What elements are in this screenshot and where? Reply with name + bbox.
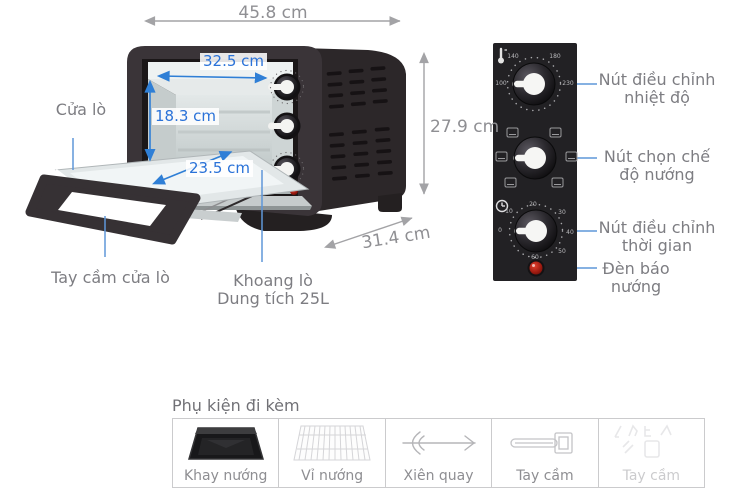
temp-knob-label: Nút điều chỉnh nhiệt độ (598, 70, 716, 107)
grill-rack-icon (293, 425, 371, 461)
door-handle (25, 174, 201, 245)
accessory-label: Khay nướng (183, 468, 268, 484)
dimension-arrows (143, 16, 429, 249)
accessory-label: Tay cầm (516, 468, 574, 484)
overall-height-dimension: 27.9 cm (430, 117, 500, 137)
accessory-baking-tray: Khay nướng (173, 419, 278, 487)
door-handle-label: Tay cầm cửa lò (51, 268, 170, 287)
timer-scale-30: 30 (558, 209, 566, 216)
oven-body (25, 46, 406, 245)
accessory-label: Vỉ nướng (301, 468, 364, 484)
accessory-faded: Tay cầm (597, 419, 704, 487)
vent-slots (326, 66, 393, 181)
interior-width-dimension: 32.5 cm (200, 53, 268, 70)
temp-scale-100: 100 (495, 80, 507, 87)
temp-scale-180: 180 (549, 53, 561, 60)
temperature-knob (506, 56, 562, 112)
timer-scale-0: 0 (498, 227, 502, 234)
interior-depth-dimension: 23.5 cm (186, 160, 254, 177)
clock-icon (495, 199, 509, 213)
accessories-table: Khay nướng Vỉ nướng (172, 418, 705, 488)
temp-scale-230: 230 (562, 80, 574, 87)
timer-scale-60: 60 (531, 254, 539, 261)
cavity-label-line1: Khoang lò (233, 271, 313, 290)
baking-tray-icon (187, 427, 264, 460)
accessory-label: Xiên quay (403, 468, 474, 484)
thermometer-icon (498, 47, 507, 64)
accessory-grill-rack: Vỉ nướng (278, 419, 384, 487)
timer-knob (508, 203, 564, 259)
timer-scale-10: 10 (505, 208, 513, 215)
door-label: Cửa lò (55, 100, 107, 119)
mode-knob (495, 127, 578, 188)
red-indicator-light (527, 259, 545, 277)
accessory-rotisserie-skewer: Xiên quay (384, 419, 491, 487)
mode-knob-label: Nút chọn chế độ nướng (603, 147, 711, 184)
rotisserie-skewer-icon (401, 431, 476, 455)
interior-height-dimension: 18.3 cm (152, 108, 220, 125)
overall-width-dimension: 45.8 cm (238, 3, 308, 23)
timer-scale-20: 20 (529, 201, 537, 208)
timer-scale-50: 50 (558, 248, 566, 255)
accessory-handle: Tay cầm (491, 419, 597, 487)
cavity-label: Khoang lò Dung tích 25L (205, 272, 341, 308)
timer-knob-label: Nút điều chỉnh thời gian (598, 218, 716, 255)
accessories-title: Phụ kiện đi kèm (172, 396, 300, 415)
timer-scale-40: 40 (566, 229, 574, 236)
accessory-label: Tay cầm (622, 468, 681, 484)
faded-handle-icon (614, 424, 673, 458)
handle-tool-icon (510, 432, 573, 454)
cavity-label-line2: Dung tích 25L (217, 289, 329, 308)
temp-scale-140: 140 (507, 53, 519, 60)
control-panel (493, 43, 578, 281)
indicator-light-label: Đèn báo nướng (602, 259, 670, 296)
